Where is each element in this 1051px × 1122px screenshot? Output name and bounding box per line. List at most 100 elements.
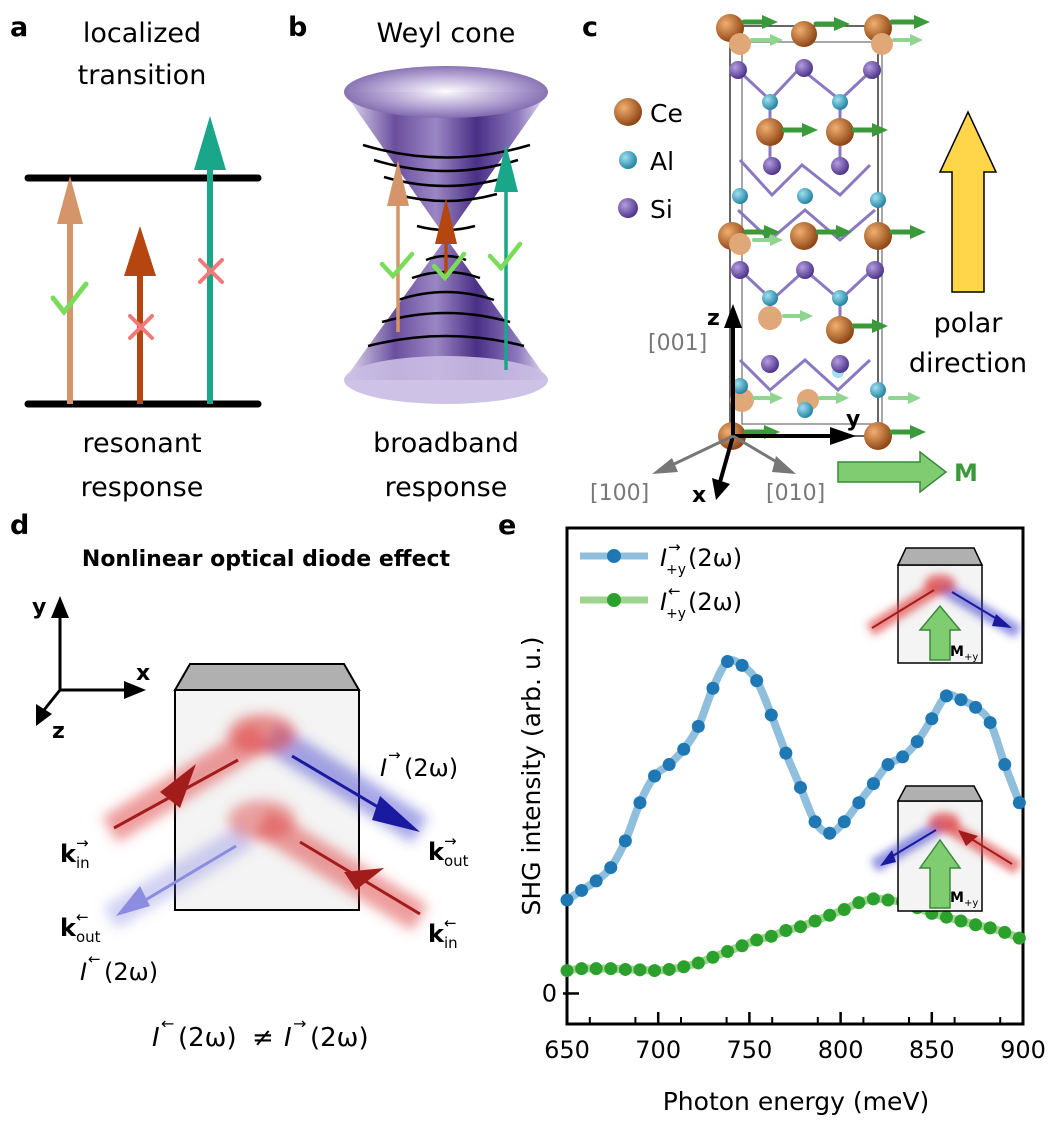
y-tick-label: 0 — [542, 979, 557, 1007]
legend-sub: +y — [666, 606, 686, 622]
chart-legend: I → +y (2ω) I ← +y (2ω) — [580, 538, 742, 622]
crystal-top-face — [173, 663, 361, 691]
data-point — [1012, 931, 1026, 945]
panel-d-title: Nonlinear optical diode effect — [82, 547, 451, 572]
data-point — [823, 826, 837, 840]
data-point — [793, 780, 807, 794]
check-icon — [379, 251, 415, 280]
data-point — [983, 921, 997, 935]
svg-text:I: I — [152, 1023, 160, 1053]
data-point — [1012, 796, 1026, 810]
data-point — [779, 924, 793, 938]
panel-letter: c — [582, 12, 598, 43]
dir-100-label: [100] — [590, 481, 649, 506]
svg-text:←: ← — [444, 914, 457, 932]
svg-text:k: k — [428, 920, 445, 948]
legend-I: I — [660, 544, 667, 572]
legend-sub: +y — [666, 562, 686, 578]
inset-m-sub: +y — [964, 898, 978, 909]
data-point — [939, 689, 953, 703]
data-point — [618, 962, 632, 976]
data-point — [793, 920, 807, 934]
legend-arrow: ← — [668, 582, 681, 600]
polar-label: direction — [909, 348, 1027, 379]
brown-arrowhead — [435, 198, 457, 244]
data-point — [677, 960, 691, 974]
si-atoms — [729, 59, 884, 373]
data-point — [896, 750, 910, 764]
x-tick-label: 850 — [909, 1036, 955, 1064]
svg-text:→: → — [444, 832, 457, 850]
data-point — [881, 893, 895, 907]
inset-m-label: M — [950, 890, 964, 906]
svg-text:out: out — [76, 928, 101, 946]
inset-m-label: M — [950, 644, 964, 660]
teal-arrowhead — [494, 144, 518, 192]
data-point — [618, 834, 632, 848]
cross-icon — [128, 314, 154, 340]
x-axis-arrowhead — [124, 681, 146, 699]
panel-b-title: Weyl cone — [377, 18, 516, 49]
data-point — [823, 908, 837, 922]
x-axis-arrow — [718, 435, 735, 483]
data-point — [866, 892, 880, 906]
data-point — [589, 962, 603, 976]
svg-text:I: I — [380, 754, 387, 782]
x-tick-label: 650 — [544, 1036, 590, 1064]
svg-text:←: ← — [76, 908, 89, 926]
check-icon — [431, 251, 467, 282]
data-point — [954, 914, 968, 928]
inset-m-sub: +y — [964, 652, 978, 663]
svg-text:I: I — [80, 958, 87, 986]
label-I-fwd: I → (2ω) — [380, 746, 458, 782]
svg-text:out: out — [444, 852, 469, 870]
al-atoms — [732, 94, 886, 418]
upper-cone-top — [344, 66, 548, 118]
plot-frame — [565, 526, 1025, 1026]
data-point — [998, 758, 1012, 772]
svg-text:→: → — [76, 834, 89, 852]
chart-series — [560, 655, 1026, 978]
svg-text:(2ω): (2ω) — [104, 958, 158, 986]
data-point — [721, 655, 735, 669]
svg-text:k: k — [60, 840, 77, 868]
data-point — [764, 708, 778, 722]
data-point — [706, 681, 720, 695]
panel-a: a localized transition resonant response — [10, 12, 262, 503]
k-in-fwd-arrowhead — [160, 764, 196, 808]
label-k-in-fwd: k → in — [60, 834, 90, 872]
svg-text:I: I — [284, 1023, 292, 1053]
panel-a-caption: resonant — [82, 428, 201, 459]
ce-atoms — [716, 14, 893, 450]
data-point — [706, 950, 720, 964]
dir-010-arrowhead — [772, 456, 796, 474]
teal-arrowhead — [194, 116, 226, 170]
data-point — [560, 893, 574, 907]
axis-y-label: y — [32, 595, 46, 620]
moment-arrows-back — [750, 38, 914, 400]
magnetization-label: M — [954, 459, 978, 487]
axis-x-label: x — [136, 661, 150, 686]
panel-a-title: localized — [83, 18, 201, 49]
panel-letter: a — [10, 12, 28, 43]
data-point — [735, 939, 749, 953]
lower-cone — [344, 238, 548, 380]
upper-cone — [344, 92, 548, 238]
orange-arrowhead — [387, 160, 409, 206]
k-out-fwd-arrowhead — [372, 796, 420, 832]
inset-backward: M +y — [870, 785, 1022, 912]
y-axis-label: SHG intensity (arb. u.) — [517, 637, 546, 916]
legend-marker-fwd — [607, 549, 621, 563]
data-point — [852, 896, 866, 910]
data-point — [633, 963, 647, 977]
panel-b-caption: response — [385, 472, 508, 503]
svg-text:≠: ≠ — [252, 1023, 274, 1053]
data-point — [662, 758, 676, 772]
data-point — [589, 874, 603, 888]
label-k-in-bwd: k ← in — [428, 914, 458, 952]
data-point — [925, 712, 939, 726]
cross-icon — [198, 258, 224, 284]
data-point — [983, 716, 997, 730]
